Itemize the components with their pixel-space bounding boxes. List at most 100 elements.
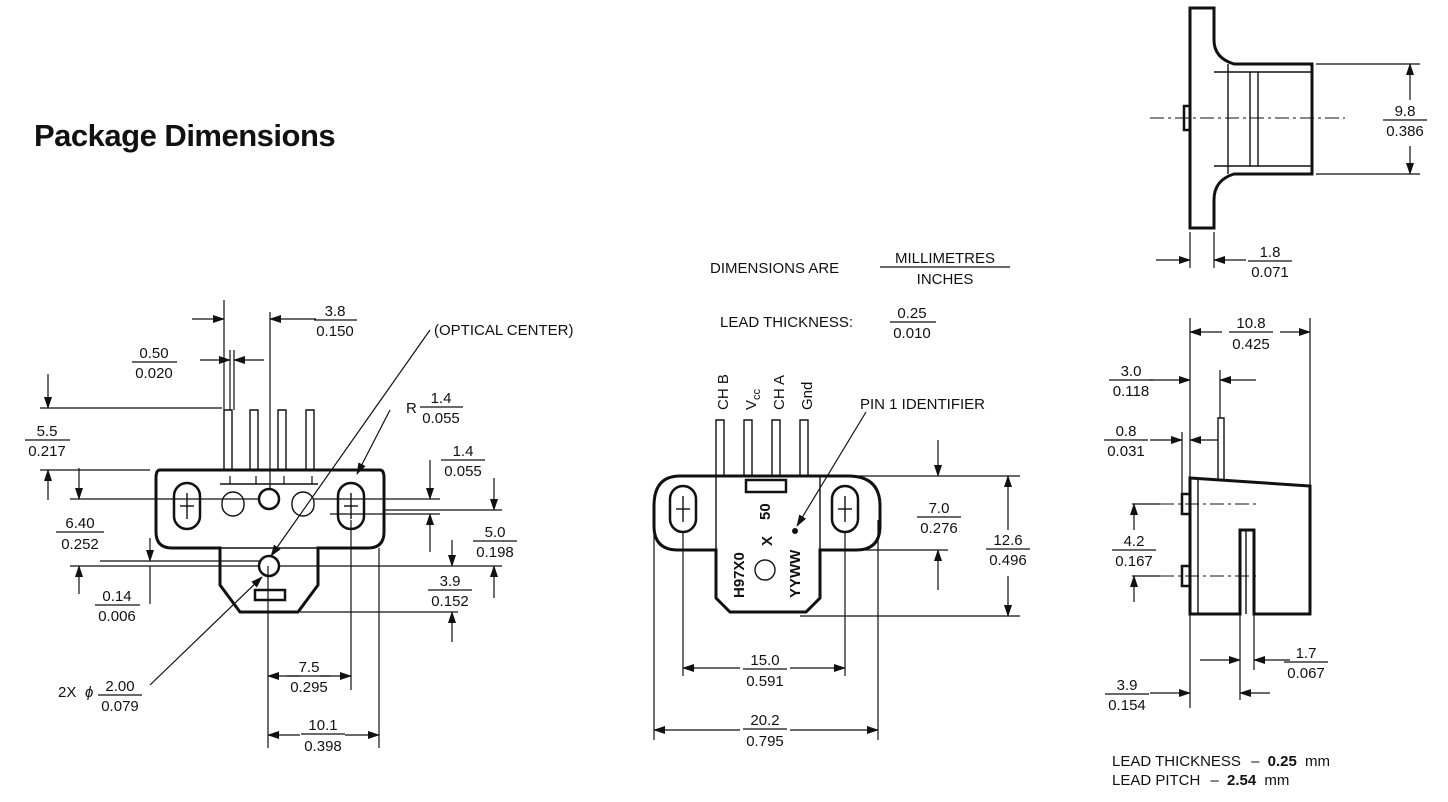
svg-text:3.9: 3.9	[1117, 677, 1138, 694]
back-housing-outline	[652, 474, 882, 614]
optical-center-label: (OPTICAL CENTER)	[434, 322, 573, 339]
legend: DIMENSIONS ARE MILLIMETRES INCHES LEAD T…	[710, 250, 1010, 342]
svg-text:20.2: 20.2	[750, 712, 779, 729]
pin-labels: CH B Vcc CH A Gnd PIN 1 IDENTIFIER	[715, 374, 985, 527]
svg-text:0.386: 0.386	[1386, 123, 1424, 140]
svg-text:0.217: 0.217	[28, 443, 66, 460]
svg-text:0.276: 0.276	[920, 520, 958, 537]
svg-text:7.5: 7.5	[299, 659, 320, 676]
marking-left: H97X0	[731, 552, 748, 598]
svg-text:0.295: 0.295	[290, 679, 328, 696]
svg-text:0.25: 0.25	[897, 305, 926, 322]
dim-9-8: 9.8 0.386	[1383, 103, 1427, 140]
page-title: Package Dimensions	[34, 118, 336, 153]
svg-text:0.496: 0.496	[989, 552, 1027, 569]
svg-text:0.006: 0.006	[98, 608, 136, 625]
svg-text:6.40: 6.40	[65, 515, 94, 532]
dim-3-0: 3.0 0.118	[1109, 363, 1153, 400]
svg-text:0.031: 0.031	[1107, 443, 1145, 460]
dim-0-14: 0.14 0.006	[95, 588, 140, 625]
dim-3-8: 3.8 0.150	[314, 303, 357, 340]
dim-1-8: 1.8 0.071	[1248, 244, 1292, 281]
svg-text:ϕ: ϕ	[85, 684, 93, 701]
front-labels: (OPTICAL CENTER) 3.8 0.150 0.50 0.020 R …	[25, 303, 573, 755]
svg-text:3.9: 3.9	[440, 573, 461, 590]
dim-r-1-4: R 1.4 0.055	[406, 390, 463, 427]
svg-text:0.010: 0.010	[893, 325, 931, 342]
back-dims: 7.0 0.276 12.6 0.496 15.0 0.591 20.2 0.7…	[653, 440, 1030, 750]
dim-2x-phi-2-00: 2X ϕ 2.00 0.079	[58, 678, 142, 715]
svg-text:2X: 2X	[58, 684, 76, 701]
svg-text:0.020: 0.020	[135, 365, 173, 382]
svg-text:1.8: 1.8	[1260, 244, 1281, 261]
lead-notes: LEAD THICKNESS – 0.25 mm LEAD PITCH – 2.…	[1112, 753, 1330, 789]
svg-text:0.118: 0.118	[1113, 383, 1149, 400]
left-mount-hole	[172, 481, 202, 531]
svg-text:15.0: 15.0	[750, 652, 779, 669]
front-dims	[40, 300, 502, 748]
pin-label-gnd: Gnd	[799, 382, 816, 410]
dim-12-6: 12.6 0.496	[986, 532, 1030, 569]
dim-7-5: 7.5 0.295	[287, 659, 331, 696]
svg-text:INCHES: INCHES	[917, 271, 974, 288]
top-dims: 9.8 0.386 1.8 0.071	[1156, 63, 1427, 281]
svg-text:0.150: 0.150	[316, 323, 354, 340]
dim-1-7: 1.7 0.067	[1284, 645, 1328, 682]
svg-text:10.8: 10.8	[1236, 315, 1265, 332]
dim-1-4: 1.4 0.055	[441, 443, 485, 480]
lead-thickness-note: LEAD THICKNESS – 0.25 mm	[1112, 753, 1330, 770]
svg-text:1.4: 1.4	[431, 390, 452, 407]
svg-text:10.1: 10.1	[308, 717, 337, 734]
svg-text:0.198: 0.198	[476, 544, 514, 561]
svg-text:0.055: 0.055	[444, 463, 482, 480]
back-view: H97X0 50 X YYWW	[652, 419, 882, 614]
front-pins	[223, 409, 315, 484]
svg-text:5.0: 5.0	[485, 524, 506, 541]
svg-text:2.00: 2.00	[105, 678, 134, 695]
svg-text:0.167: 0.167	[1115, 553, 1153, 570]
dim-4-2: 4.2 0.167	[1112, 533, 1156, 570]
svg-text:5.5: 5.5	[37, 423, 58, 440]
svg-text:0.8: 0.8	[1116, 423, 1137, 440]
top-view	[1150, 6, 1345, 230]
dim-20-2: 20.2 0.795	[743, 712, 787, 750]
svg-text:7.0: 7.0	[929, 500, 950, 517]
svg-text:DIMENSIONS ARE: DIMENSIONS ARE	[710, 260, 839, 277]
pin1-identifier-label: PIN 1 IDENTIFIER	[860, 396, 985, 413]
dim-0-50: 0.50 0.020	[132, 345, 177, 382]
svg-text:LEAD THICKNESS:: LEAD THICKNESS:	[720, 314, 853, 331]
bottom-slot	[253, 588, 287, 602]
svg-text:3.8: 3.8	[325, 303, 346, 320]
svg-text:0.14: 0.14	[102, 588, 131, 605]
svg-text:0.425: 0.425	[1232, 336, 1270, 353]
dim-0-8: 0.8 0.031	[1104, 423, 1148, 460]
svg-text:1.4: 1.4	[453, 443, 474, 460]
svg-text:0.252: 0.252	[61, 536, 99, 553]
dim-3-9-side: 3.9 0.154	[1105, 677, 1149, 714]
lead-pitch-note: LEAD PITCH – 2.54 mm	[1112, 772, 1289, 789]
side-view	[1160, 417, 1312, 616]
svg-text:0.071: 0.071	[1251, 264, 1289, 281]
svg-text:MILLIMETRES: MILLIMETRES	[895, 250, 995, 267]
pin-label-ch-b: CH B	[715, 374, 732, 410]
svg-text:3.0: 3.0	[1121, 363, 1142, 380]
marking-right: YYWW	[787, 549, 804, 598]
svg-text:0.50: 0.50	[139, 345, 168, 362]
dim-15-0: 15.0 0.591	[743, 652, 787, 690]
svg-text:0.795: 0.795	[746, 733, 784, 750]
svg-text:0.079: 0.079	[101, 698, 139, 715]
side-view-outline	[1188, 476, 1312, 616]
pin-label-ch-a: CH A	[771, 375, 788, 410]
dim-7-0: 7.0 0.276	[917, 500, 961, 537]
svg-text:0.591: 0.591	[746, 673, 784, 690]
dim-3-9: 3.9 0.152	[428, 573, 472, 610]
svg-text:0.067: 0.067	[1287, 665, 1325, 682]
svg-text:1.7: 1.7	[1296, 645, 1317, 662]
dim-10-8: 10.8 0.425	[1229, 315, 1273, 353]
svg-text:R: R	[406, 400, 417, 417]
marking-top: 50	[757, 503, 774, 520]
front-housing-outline	[154, 468, 386, 614]
svg-text:9.8: 9.8	[1395, 103, 1416, 120]
svg-text:0.055: 0.055	[422, 410, 460, 427]
